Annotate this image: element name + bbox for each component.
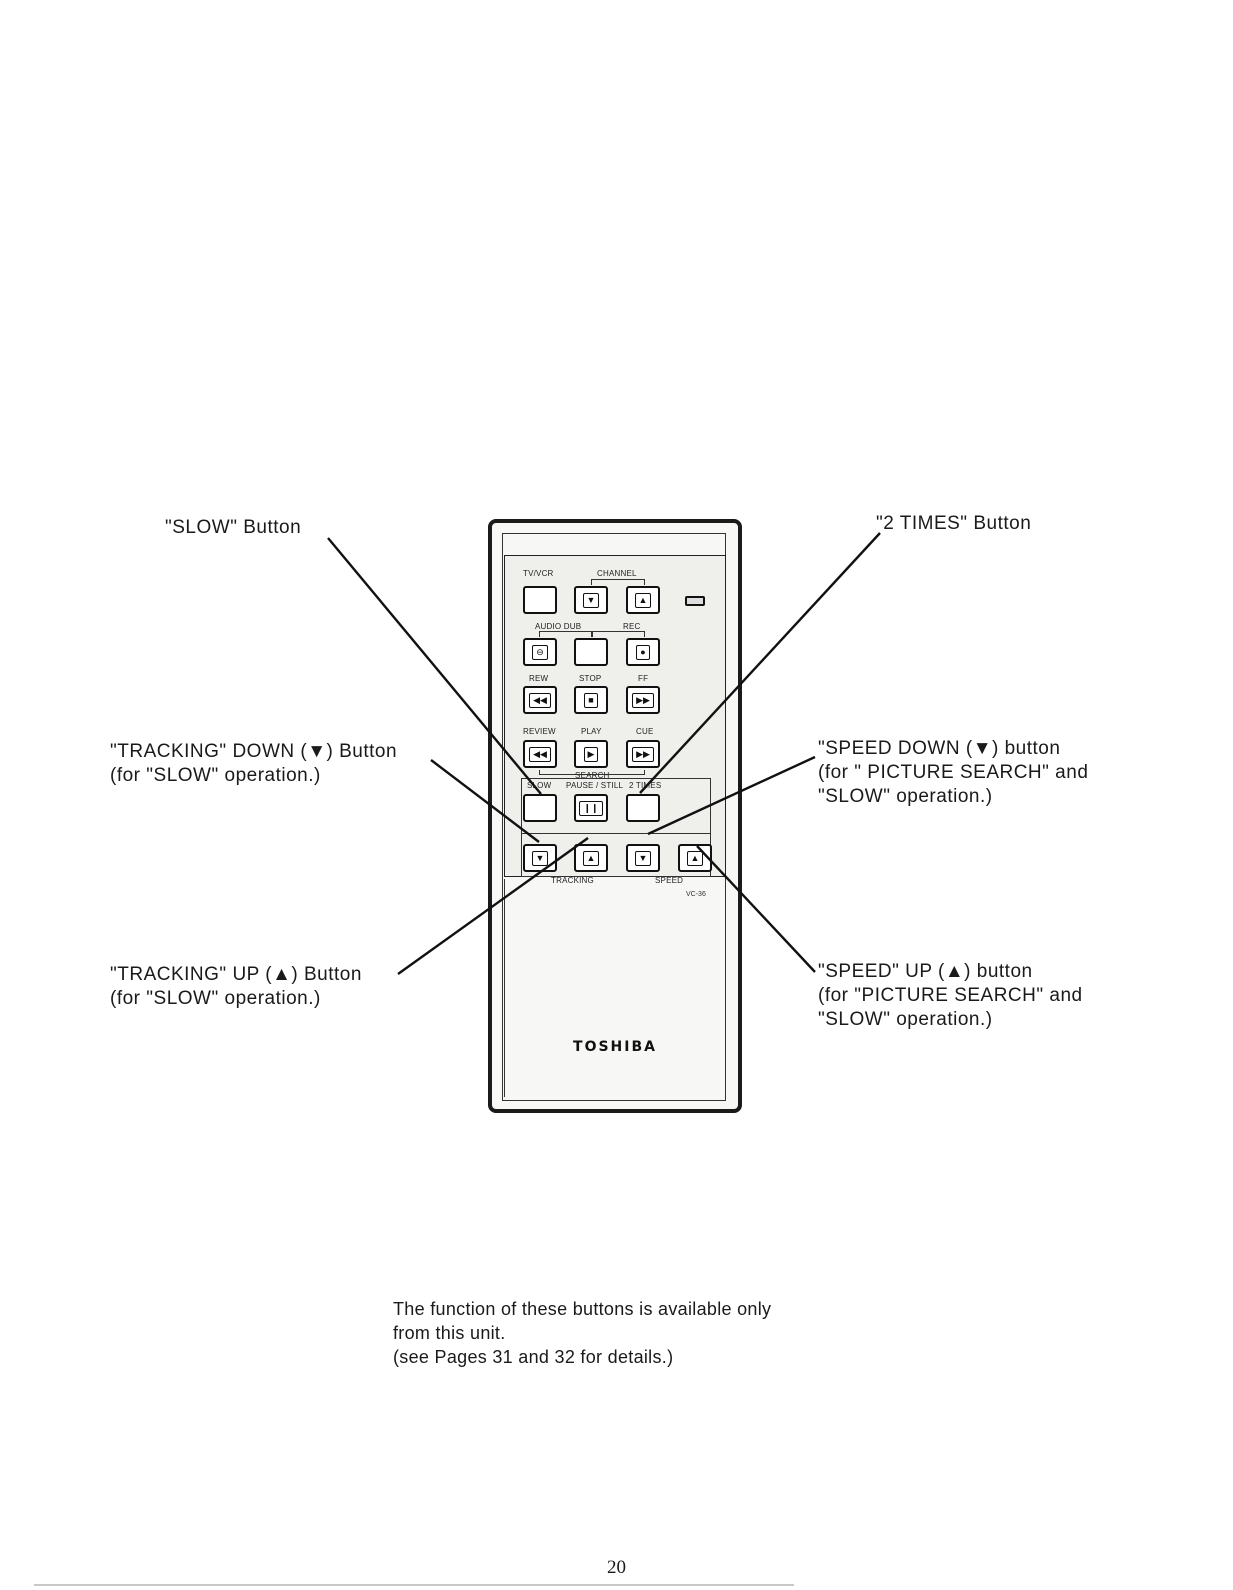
model-number: VC-36 (686, 891, 706, 898)
pause-icon: ❙❙ (579, 800, 603, 816)
label-two-times: 2 TIMES (629, 781, 662, 790)
channel-up-button[interactable]: ▲ (626, 586, 660, 614)
label-audio-dub: AUDIO DUB (535, 622, 582, 631)
label-rec: REC (623, 622, 641, 631)
cue-button[interactable]: ▶▶ (626, 740, 660, 768)
tracking-up-icon: ▲ (582, 850, 600, 866)
stop-icon: ■ (584, 692, 598, 708)
callout-speed-down-button: "SPEED DOWN (▼) button (for " PICTURE SE… (818, 737, 1088, 809)
review-icon: ◀◀ (529, 746, 551, 762)
review-button[interactable]: ◀◀ (523, 740, 557, 768)
page-number: 20 (607, 1557, 626, 1578)
tracking-down-icon: ▼ (531, 850, 549, 866)
callout-line: "2 TIMES" Button (876, 513, 1032, 534)
callout-line: "SLOW" operation.) (818, 786, 993, 807)
label-play: PLAY (581, 727, 602, 736)
rewind-icon: ◀◀ (529, 692, 551, 708)
footnote-line: (see Pages 31 and 32 for details.) (393, 1347, 674, 1367)
cue-icon: ▶▶ (632, 746, 654, 762)
callout-tracking-up-button: "TRACKING" UP (▲) Button (for "SLOW" ope… (110, 963, 362, 1011)
ff-button[interactable]: ▶▶ (626, 686, 660, 714)
audio-dub-rec-button[interactable] (574, 638, 608, 666)
label-slow: SLOW (527, 781, 552, 790)
audio-dub-button[interactable]: ⊖ (523, 638, 557, 666)
audio-dub-bracket (539, 631, 593, 637)
callout-speed-up-button: "SPEED" UP (▲) button (for "PICTURE SEAR… (818, 960, 1083, 1032)
callout-line: (for "PICTURE SEARCH" and (818, 985, 1083, 1006)
rew-button[interactable]: ◀◀ (523, 686, 557, 714)
play-icon: ▶ (583, 746, 599, 762)
callout-line: "SPEED" UP (▲) button (818, 961, 1033, 982)
channel-up-icon: ▲ (634, 592, 652, 608)
callout-line: (for "SLOW" operation.) (110, 988, 321, 1009)
tracking-down-button[interactable]: ▼ (523, 844, 557, 872)
rec-button[interactable]: ● (626, 638, 660, 666)
callout-slow-button: "SLOW" Button (165, 516, 301, 540)
play-button[interactable]: ▶ (574, 740, 608, 768)
label-cue: CUE (636, 727, 654, 736)
callout-line: (for " PICTURE SEARCH" and (818, 762, 1089, 783)
label-search: SEARCH (575, 771, 610, 780)
tracking-up-button[interactable]: ▲ (574, 844, 608, 872)
label-tv-vcr: TV/VCR (523, 569, 554, 578)
label-channel: CHANNEL (597, 569, 637, 578)
brand-logo: TOSHIBA (573, 1039, 657, 1055)
indicator-led (685, 596, 705, 606)
speed-down-icon: ▼ (634, 850, 652, 866)
label-stop: STOP (579, 674, 602, 683)
channel-down-icon: ▼ (582, 592, 600, 608)
callout-line: (for "SLOW" operation.) (110, 765, 321, 786)
footnote-line: from this unit. (393, 1323, 506, 1343)
callout-tracking-down-button: "TRACKING" DOWN (▼) Button (for "SLOW" o… (110, 740, 397, 788)
label-pause-still: PAUSE / STILL (566, 781, 624, 790)
speed-down-button[interactable]: ▼ (626, 844, 660, 872)
remote-control: TV/VCR CHANNEL ▼ ▲ AUDIO DUB REC ⊖ ● REW… (488, 519, 742, 1113)
audio-dub-icon: ⊖ (532, 644, 548, 660)
pause-still-button[interactable]: ❙❙ (574, 794, 608, 822)
tv-vcr-button[interactable] (523, 586, 557, 614)
speed-up-button[interactable]: ▲ (678, 844, 712, 872)
rec-bracket (591, 631, 645, 637)
label-rew: REW (529, 674, 549, 683)
footnote: The function of these buttons is availab… (393, 1297, 771, 1369)
callout-two-times-button: "2 TIMES" Button (876, 512, 1031, 536)
channel-down-button[interactable]: ▼ (574, 586, 608, 614)
callout-line: "SLOW" operation.) (818, 1009, 993, 1030)
callout-line: "SPEED DOWN (▼) button (818, 738, 1061, 759)
callout-line: "TRACKING" DOWN (▼) Button (110, 741, 398, 762)
footnote-line: The function of these buttons is availab… (393, 1299, 772, 1319)
two-times-button[interactable] (626, 794, 660, 822)
rec-icon: ● (636, 644, 650, 660)
remote-lower-panel (504, 879, 726, 1097)
label-review: REVIEW (523, 727, 556, 736)
callout-line: "SLOW" Button (165, 517, 302, 538)
button-panel: TV/VCR CHANNEL ▼ ▲ AUDIO DUB REC ⊖ ● REW… (504, 555, 726, 885)
channel-bracket (591, 579, 645, 585)
label-ff: FF (638, 674, 649, 683)
stop-button[interactable]: ■ (574, 686, 608, 714)
bottom-rule (34, 1584, 794, 1586)
speed-up-icon: ▲ (686, 850, 704, 866)
label-speed: SPEED (655, 876, 684, 885)
slow-button[interactable] (523, 794, 557, 822)
fast-forward-icon: ▶▶ (632, 692, 654, 708)
callout-line: "TRACKING" UP (▲) Button (110, 964, 362, 985)
